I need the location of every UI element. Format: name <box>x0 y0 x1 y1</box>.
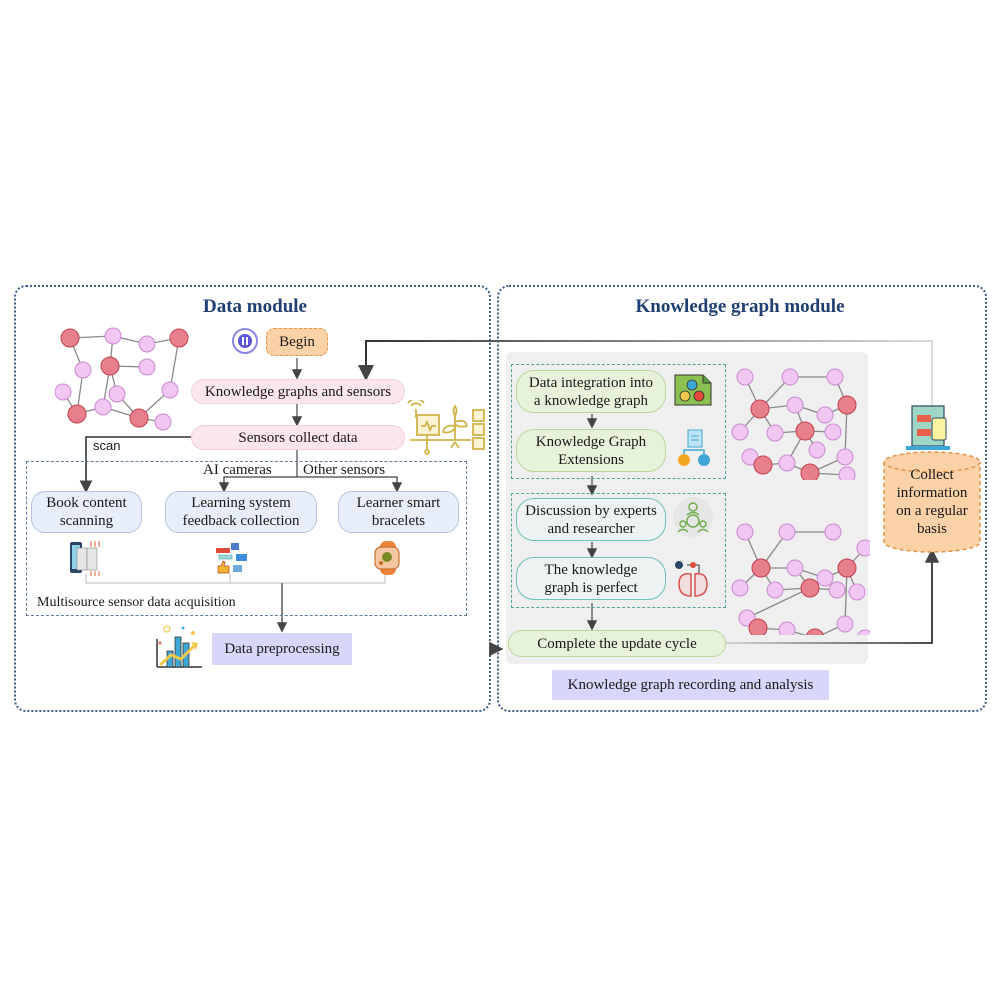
graph-node <box>94 398 112 416</box>
kg-and-sensors-node: Knowledge graphs and sensors <box>191 379 405 404</box>
data-module-frame <box>14 285 491 712</box>
graph-node <box>781 368 799 386</box>
graph-node <box>161 381 179 399</box>
graph-hub-node <box>750 399 770 419</box>
graph-hub-node <box>753 455 773 475</box>
data-chart-icon <box>156 625 202 668</box>
data-module-title: Data module <box>203 296 307 317</box>
iot-sensors-icon <box>407 400 485 455</box>
graph-node <box>766 424 784 442</box>
graph-node <box>138 358 156 376</box>
graph-node <box>731 423 749 441</box>
graph-hub-node <box>751 558 771 578</box>
arrow-ai-cameras <box>218 476 297 493</box>
arrow-feedback-loop <box>358 340 933 415</box>
monitor-device-icon <box>906 405 950 450</box>
collect-info-label: Collect information on a regular basis <box>896 467 968 537</box>
book-scanning-icon <box>70 541 100 576</box>
graph-hub-node <box>800 463 820 480</box>
graph-hub-node <box>67 404 87 424</box>
complete-update-cycle-node: Complete the update cycle <box>508 630 726 657</box>
graph-node <box>778 523 796 541</box>
graph-hub-node <box>169 328 189 348</box>
multisource-acquisition-label: Multisource sensor data acquisition <box>37 595 236 610</box>
graph-node <box>838 466 856 480</box>
arrow-scan <box>79 436 192 494</box>
graph-node <box>736 368 754 386</box>
smartwatch-icon <box>374 541 400 575</box>
sensors-collect-node: Sensors collect data <box>191 425 405 450</box>
graph-node <box>778 621 796 635</box>
knowledge-graph-illustration-top <box>731 368 857 480</box>
graph-node <box>786 559 804 577</box>
kg-recording-analysis-label: Knowledge graph recording and analysis <box>552 670 829 700</box>
knowledge-graph-illustration-left <box>55 327 189 431</box>
graph-node <box>736 523 754 541</box>
graph-hub-node <box>800 578 820 598</box>
graph-node <box>816 569 834 587</box>
graph-node <box>828 581 846 599</box>
ai-cameras-label: AI cameras <box>203 462 272 478</box>
graph-node <box>74 361 92 379</box>
brain-icon <box>675 561 708 597</box>
graph-node <box>848 583 866 601</box>
graph-node <box>731 579 749 597</box>
multisource-acquisition-group <box>26 461 467 616</box>
collect-info-cylinder <box>883 451 981 553</box>
kg-module-title: Knowledge graph module <box>635 296 845 317</box>
data-integration-icon <box>674 374 712 406</box>
graph-hub-node <box>129 408 149 428</box>
graph-node <box>856 539 870 557</box>
graph-node <box>808 441 826 459</box>
graph-hub-node <box>805 628 825 635</box>
graph-node <box>104 327 122 345</box>
kg-module-frame <box>497 285 987 712</box>
start-icon <box>232 328 258 354</box>
graph-hub-node <box>748 618 768 635</box>
graph-node <box>138 335 156 353</box>
graph-node <box>154 413 172 431</box>
graph-node <box>836 615 854 633</box>
kg-extension-icon <box>678 429 710 466</box>
graph-hub-node <box>60 328 80 348</box>
graph-node <box>108 385 126 403</box>
integration-group <box>511 364 726 479</box>
graph-node <box>836 448 854 466</box>
feedback-collection-icon <box>216 543 247 574</box>
graph-node <box>766 581 784 599</box>
experts-people-icon <box>677 502 709 533</box>
review-group <box>511 493 726 608</box>
knowledge-graph-illustration-bottom <box>731 523 870 635</box>
graph-node <box>816 406 834 424</box>
graph-edge <box>746 587 811 619</box>
graph-node <box>778 454 796 472</box>
graph-node <box>824 423 842 441</box>
arrow-other-sensors <box>297 476 403 493</box>
scan-label: scan <box>93 438 121 453</box>
begin-node: Begin <box>266 328 328 356</box>
graph-hub-node <box>795 421 815 441</box>
graph-hub-node <box>837 558 857 578</box>
graph-hub-node <box>837 395 857 415</box>
graph-node <box>857 629 870 635</box>
graph-node <box>826 368 844 386</box>
graph-node <box>55 383 72 401</box>
arrow-complete-to-collect <box>726 548 940 644</box>
graph-node <box>824 523 842 541</box>
data-preprocessing-node: Data preprocessing <box>212 633 352 665</box>
graph-node <box>786 396 804 414</box>
graph-hub-node <box>100 356 120 376</box>
other-sensors-label: Other sensors <box>303 462 386 478</box>
